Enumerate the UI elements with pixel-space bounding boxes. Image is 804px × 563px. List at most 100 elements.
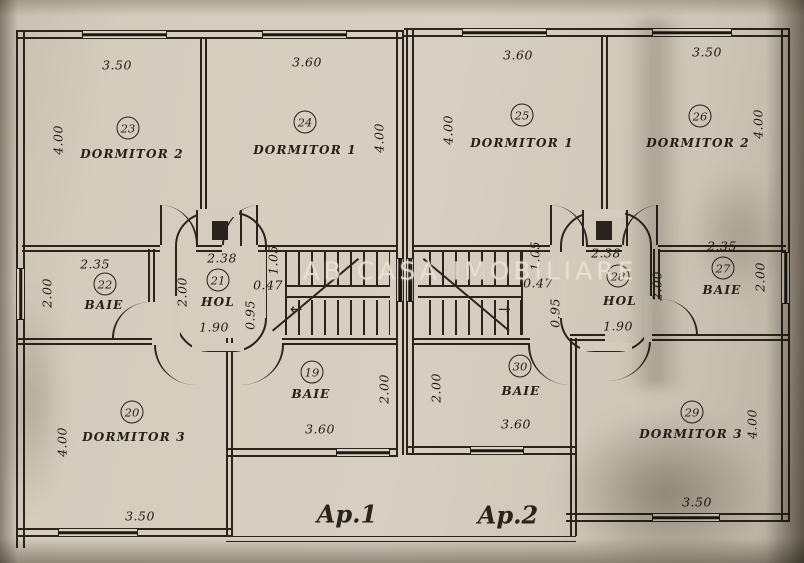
window-baie27 <box>781 252 790 304</box>
room24-height-dim: 4.00 <box>371 123 387 153</box>
hol21-opening-top <box>198 209 239 217</box>
baie27-height-dim: 2.00 <box>752 262 768 292</box>
room29-name: DORMITOR 3 <box>639 427 743 441</box>
hol28-opening-stairs <box>558 252 566 318</box>
apartment-1-label: Ap.1 <box>316 499 378 529</box>
door-baie27-arc <box>660 299 698 335</box>
room29-height-dim: 4.00 <box>744 409 760 439</box>
baie22-name: BAIE <box>84 298 124 312</box>
scan-smudge-right-mid <box>688 170 788 300</box>
wall-ap2-party <box>406 28 414 455</box>
baie30-bottom-dim: 3.60 <box>501 416 531 432</box>
wall-bedrooms-bottom-a <box>22 245 160 252</box>
baie19-number: 19 <box>300 360 324 384</box>
room23-height-dim: 4.00 <box>50 125 66 155</box>
room20-bottom-dim: 3.50 <box>125 508 155 524</box>
wall-ap1-party <box>396 30 404 455</box>
room29-bottom-dim: 3.50 <box>682 494 712 510</box>
room25-height-dim: 4.00 <box>440 115 456 145</box>
hol21-opening-bottom <box>192 343 244 351</box>
hol21-name: HOL <box>201 295 235 309</box>
wall-baie27-left <box>653 249 660 299</box>
wall-room30-top <box>414 338 530 345</box>
room23-name: DORMITOR 2 <box>80 147 184 161</box>
window-room23 <box>82 30 167 39</box>
window-baie22 <box>16 268 25 320</box>
baie30-name: BAIE <box>501 384 541 398</box>
baie27-name: BAIE <box>702 283 742 297</box>
stairs-ap2-edge <box>521 252 523 335</box>
window-landing-ap2 <box>406 258 414 302</box>
stairs-ap2-direction-arrow: → <box>498 300 511 318</box>
wall-room25-26 <box>601 35 608 212</box>
stairs-ap1-upper-flight <box>287 252 390 285</box>
hol28-number: 28 <box>606 264 630 288</box>
room25-width-dim: 3.60 <box>503 47 533 63</box>
window-room25 <box>462 28 547 37</box>
hol21-side-dim: 2.00 <box>174 277 190 307</box>
baie19-name: BAIE <box>291 387 331 401</box>
window-baie19 <box>336 448 390 457</box>
hol28-opening-top <box>584 209 625 217</box>
room24-width-dim: 3.60 <box>292 54 322 70</box>
hol28-name: HOL <box>603 294 637 308</box>
hol21-number: 21 <box>206 268 230 292</box>
room29-number: 29 <box>680 400 704 424</box>
room24-number: 24 <box>293 110 317 134</box>
stairs-ap2-lower-flight <box>418 300 521 335</box>
window-landing-ap1 <box>396 258 404 302</box>
baie19-bottom-dim: 3.60 <box>305 421 335 437</box>
scan-smudge-left-lower <box>0 290 64 510</box>
stairs-ap1-landing <box>287 285 390 298</box>
hol28-opening-bottom <box>580 343 632 351</box>
room26-width-dim: 3.50 <box>692 44 722 60</box>
wall-room29-left <box>570 338 577 536</box>
wall-baie19-bottom <box>226 448 398 457</box>
hol28-bottom-dim: 1.90 <box>603 318 633 334</box>
room24-name: DORMITOR 1 <box>253 143 357 157</box>
baie30-side-dim: 2.00 <box>428 373 444 403</box>
room20-name: DORMITOR 3 <box>82 430 186 444</box>
wall-ap2-top <box>404 28 790 37</box>
door-baie19-arc <box>240 345 284 385</box>
door-room23-arc <box>160 205 198 245</box>
wall-ap1-top <box>16 30 404 39</box>
baie22-number: 22 <box>93 272 117 296</box>
stairs-ap1-edge <box>285 252 287 335</box>
hol28-opening-baie <box>644 296 652 342</box>
window-room29 <box>652 513 720 522</box>
hol28-side-dim: 2.00 <box>649 271 665 301</box>
stairs-ap1-down-dim: 0.95 <box>242 300 258 330</box>
door-room30-arc <box>528 345 570 385</box>
baie27-width-dim: 2.35 <box>707 238 737 254</box>
window-room30 <box>470 446 524 455</box>
room20-number: 20 <box>120 400 144 424</box>
stairs-ap1-up-dim: 1.05 <box>265 245 281 275</box>
wall-baie22-bottom <box>16 338 152 345</box>
stairs-ap2-down-dim: 0.95 <box>547 298 563 328</box>
wall-room20-right <box>226 338 233 536</box>
room26-name: DORMITOR 2 <box>646 136 750 150</box>
stairs-ap1-gap-dim: 0.47 <box>253 277 283 293</box>
room23-width-dim: 3.50 <box>102 57 132 73</box>
wall-bedrooms2-bottom-a <box>414 245 550 252</box>
hol21-top-dim: 2.38 <box>207 250 237 266</box>
door-room25-leaf <box>550 205 552 245</box>
door-room26-leaf <box>656 205 658 245</box>
stairs-ap1-lower-flight <box>287 300 390 335</box>
room23-number: 23 <box>116 116 140 140</box>
hol21-opening-baie <box>172 296 180 342</box>
room26-height-dim: 4.00 <box>750 109 766 139</box>
door-room20-arc <box>154 345 196 385</box>
room26-number: 26 <box>688 104 712 128</box>
room25-number: 25 <box>510 103 534 127</box>
baie27-number: 27 <box>711 256 735 280</box>
watermark: AB CASA IMOBILIARE <box>302 256 638 286</box>
wall-room23-24 <box>200 37 207 212</box>
baie22-height-dim: 2.00 <box>39 278 55 308</box>
room25-name: DORMITOR 1 <box>470 136 574 150</box>
outline-lower-bottom <box>226 536 576 542</box>
wall-baie19-top <box>282 338 398 345</box>
hol21-opening-stairs <box>258 252 266 318</box>
